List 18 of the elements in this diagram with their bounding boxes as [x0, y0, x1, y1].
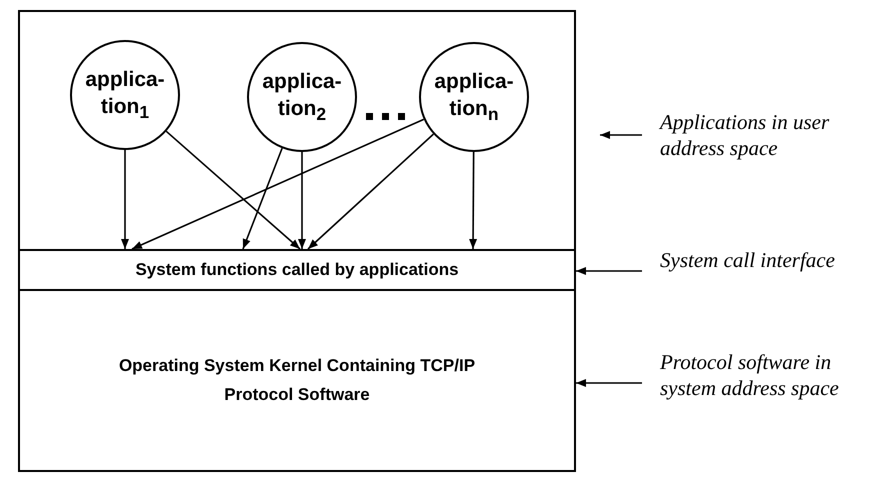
arrow — [307, 134, 434, 250]
application-label: applica- tion$_{n}$ — [433, 68, 515, 126]
band-label: Operating System Kernel Containing TCP/IP Protocol Software — [118, 354, 476, 406]
arrow — [298, 152, 306, 249]
arrow — [576, 267, 642, 275]
arrow — [166, 130, 301, 250]
arrow — [600, 131, 642, 139]
arrow — [576, 379, 642, 387]
side-note: Applications in user address space — [660, 108, 830, 162]
arrow — [121, 150, 129, 249]
application-label: applica- tion$_{2}$ — [261, 68, 343, 126]
side-note: System call interface — [660, 246, 836, 274]
band-label: System functions called by applications — [135, 258, 459, 281]
arrow — [242, 148, 283, 250]
side-note: Protocol software in system address space — [660, 348, 840, 402]
application-label: applica- tion$_{1}$ — [84, 66, 166, 124]
arrow — [469, 152, 478, 249]
arrow — [132, 118, 424, 250]
